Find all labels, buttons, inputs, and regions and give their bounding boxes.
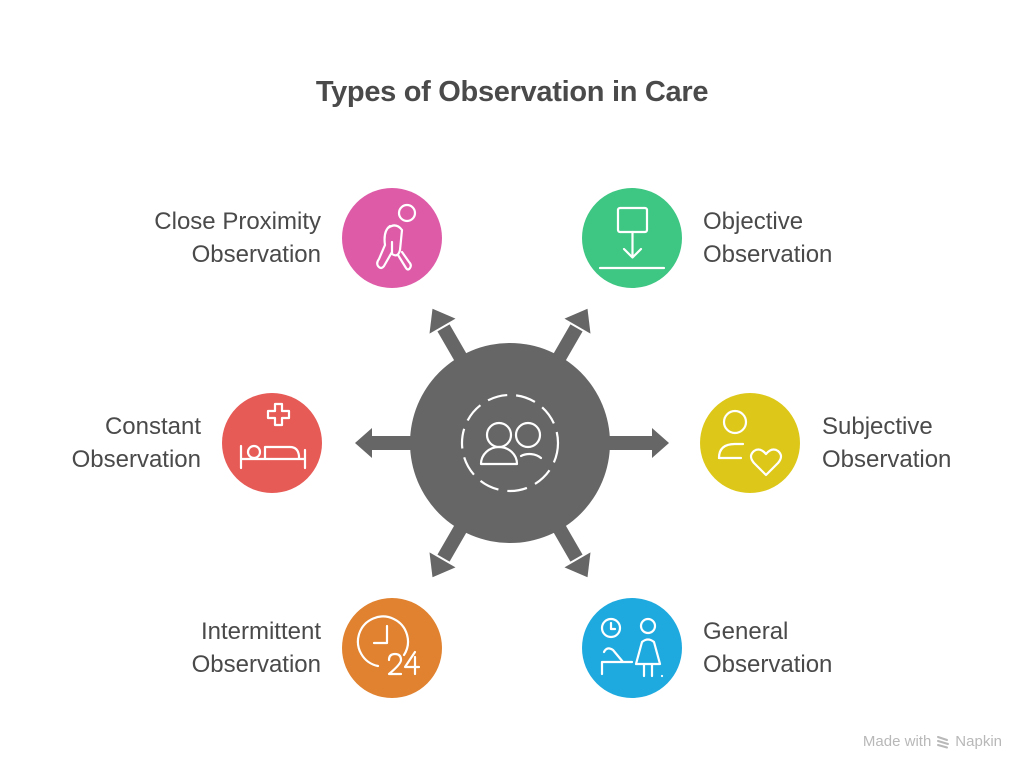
- label-line: Constant: [104, 413, 201, 440]
- label-line: Intermittent: [200, 618, 321, 645]
- people-group-icon: [479, 421, 543, 466]
- napkin-logo-icon: [937, 735, 950, 748]
- label-line: Observation: [191, 241, 321, 268]
- person-bending-icon: [376, 203, 417, 271]
- label-line: Observation: [191, 651, 321, 678]
- arrow-right: [602, 428, 669, 458]
- arrow-left: [355, 428, 418, 458]
- label-general: General Observation: [703, 615, 832, 681]
- node-intermittent: [342, 598, 442, 698]
- napkin-brand-text: Napkin: [955, 733, 1002, 750]
- label-close-proximity: Close Proximity Observation: [154, 205, 321, 271]
- label-line: Observation: [703, 241, 833, 268]
- hospital-bed-icon: [239, 402, 307, 470]
- node-general: [582, 598, 682, 698]
- label-line: Subjective: [822, 413, 933, 440]
- node-close-proximity: [342, 188, 442, 288]
- clock-24-icon: [356, 615, 421, 676]
- label-line: Observation: [822, 446, 952, 473]
- label-subjective: Subjective Observation: [822, 410, 951, 476]
- label-line: Close Proximity: [154, 208, 321, 235]
- node-subjective: [700, 393, 800, 493]
- page-title: Types of Observation in Care: [315, 76, 709, 108]
- label-line: General: [703, 618, 789, 645]
- made-with-text: Made with: [862, 733, 932, 750]
- patient-caregiver-icon: [600, 617, 664, 678]
- label-constant: Constant Observation: [72, 410, 201, 476]
- node-objective: [582, 188, 682, 288]
- box-down-arrow-icon: [598, 206, 666, 270]
- person-heart-icon: [717, 409, 783, 477]
- label-line: Objective: [703, 208, 804, 235]
- label-objective: Objective Observation: [703, 205, 832, 271]
- footer-credit[interactable]: Made with Napkin: [863, 733, 1002, 750]
- center-hub: [410, 343, 610, 543]
- node-constant: [222, 393, 322, 493]
- label-intermittent: Intermittent Observation: [192, 615, 321, 681]
- label-line: Observation: [703, 651, 833, 678]
- label-line: Observation: [71, 446, 201, 473]
